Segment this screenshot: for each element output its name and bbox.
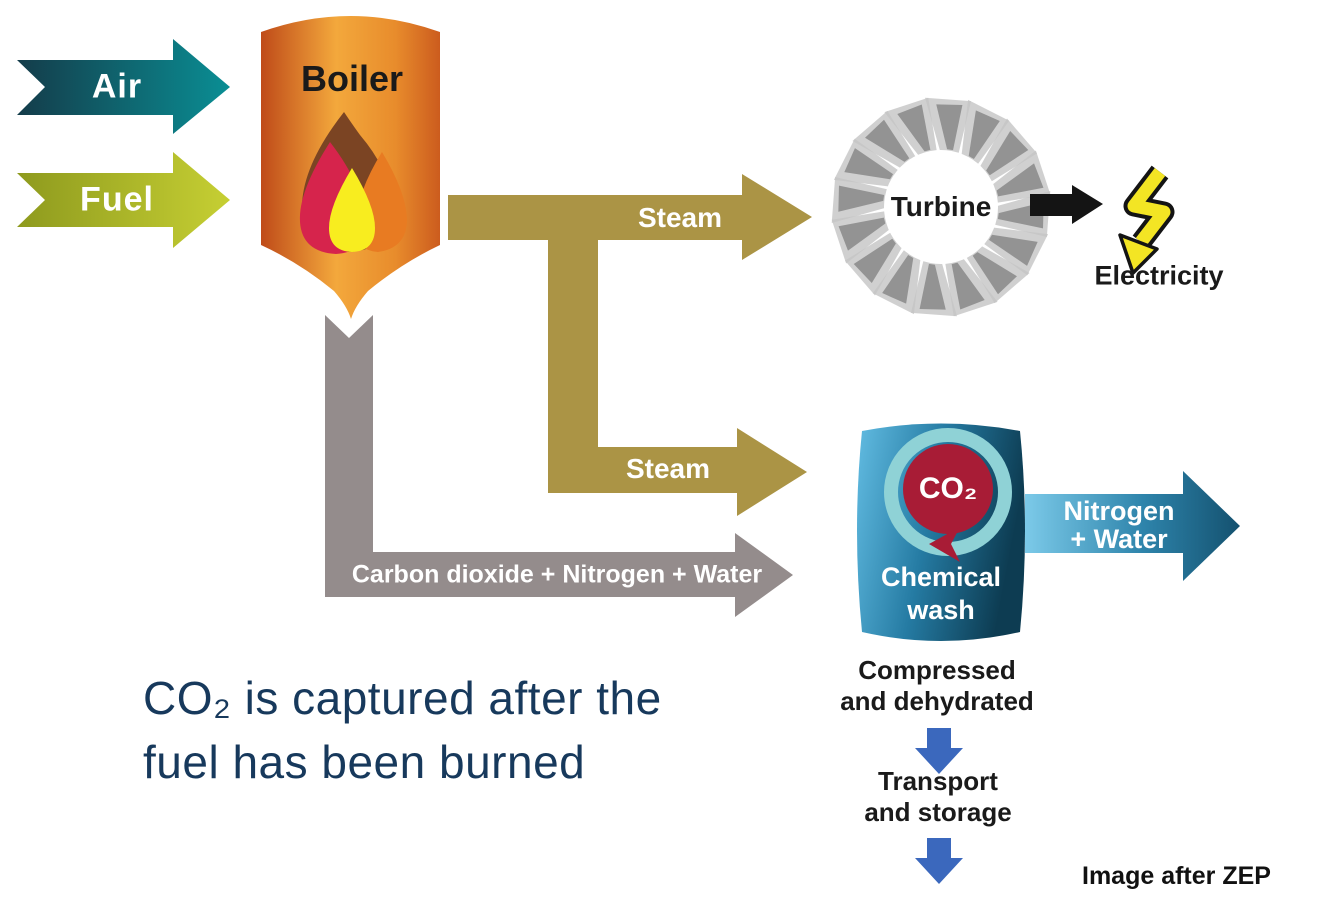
chemical-wash-line1: Chemical [880,562,1002,592]
fuel-arrow-shape [17,152,230,248]
steam-pipe-shape [448,174,812,516]
air-label: Air [91,67,143,106]
boiler-label: Boiler [300,58,404,99]
air-arrow-shape [17,39,230,134]
transport-step-line2: and storage [864,797,1012,827]
compressed-step-label: Compressed and dehydrated [840,655,1034,717]
nitrogen-water-line2: + Water [1070,524,1168,554]
chemical-wash-line2: wash [907,595,975,625]
transport-step-label: Transport and storage [864,766,1011,828]
flame-icon [299,112,407,254]
steam-to-turbine-label: Steam [637,202,723,233]
nitrogen-water-line1: Nitrogen [1063,496,1175,526]
nitrogen-water-arrow-shape [1025,471,1240,581]
compressed-step-line1: Compressed [858,655,1016,685]
turbine-icon [828,94,1054,320]
co2-badge-label: CO₂ [918,472,978,505]
nitrogen-water-label: Nitrogen + Water [1064,497,1175,553]
transport-step-line1: Transport [878,766,998,796]
co2-capture-ring-icon [884,428,1012,562]
steam-to-capture-label: Steam [625,453,711,484]
fuel-label: Fuel [80,180,154,219]
caption-line1: CO₂ is captured after the [143,672,662,724]
turbine-label: Turbine [890,191,992,222]
compressed-step-line2: and dehydrated [840,686,1034,716]
lightning-bolt-icon [1118,165,1175,275]
transport-step-arrow-icon [915,838,963,884]
flue-gas-label: Carbon dioxide + Nitrogen + Water [351,560,763,589]
caption-line2: fuel has been burned [143,736,586,788]
flue-gas-pipe-shape [325,315,793,617]
turbine-output-arrow-icon [1030,185,1103,224]
caption-text: CO₂ is captured after the fuel has been … [143,666,662,794]
electricity-label: Electricity [1094,260,1224,291]
chemical-wash-label: Chemical wash [881,561,1001,627]
credit-label: Image after ZEP [1082,862,1271,890]
